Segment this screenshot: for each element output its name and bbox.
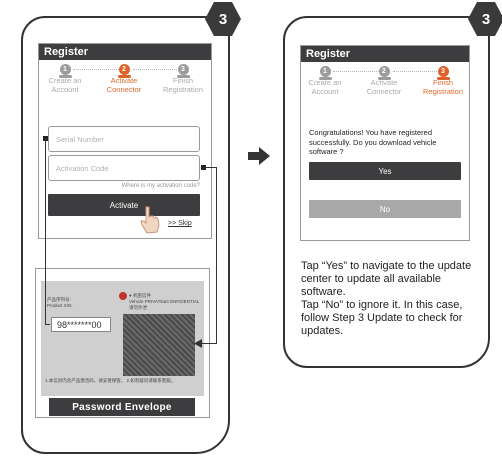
step-circle-icon: 2	[377, 66, 391, 80]
instructions-text: Tap “Yes” to navigate to the update cent…	[301, 260, 481, 338]
step-circle-icon: 1	[58, 64, 72, 78]
connector-dot	[201, 165, 206, 170]
step-activate-connector: 2 Activate Connector	[366, 66, 402, 96]
step-circle-icon: 2	[117, 64, 131, 78]
activate-button[interactable]: Activate	[48, 194, 200, 216]
hand-pointer-icon	[140, 206, 160, 234]
yes-button[interactable]: Yes	[309, 162, 461, 180]
step-circle-icon: 1	[318, 66, 332, 80]
connector-line	[205, 167, 217, 168]
password-envelope-card: 产品序列号: Product S/N: ● 机密信件 Vehicle PRIVA…	[41, 281, 204, 396]
stepper-line	[333, 71, 381, 72]
serial-number-input[interactable]: Serial Number	[48, 126, 200, 152]
instruction-yes: Tap “Yes” to navigate to the update cent…	[301, 260, 472, 298]
connector-line	[45, 138, 46, 325]
connector-line	[45, 324, 50, 325]
connector-line	[199, 343, 217, 344]
activation-code-help-link[interactable]: Where is my activation code?	[121, 183, 200, 189]
brand-logo-icon	[119, 292, 127, 300]
scratch-off-panel	[123, 314, 195, 376]
arrow-left-icon	[194, 339, 202, 348]
activation-code-value: 98*******00	[51, 317, 111, 332]
step-circle-icon: 3	[176, 64, 190, 78]
arrow-right-icon	[248, 147, 270, 165]
stepper-line	[393, 71, 441, 72]
skip-link[interactable]: >> Skip	[168, 220, 192, 227]
step-activate-connector: 2 Activate Connector	[106, 64, 142, 94]
step-circle-icon: 3	[436, 66, 450, 80]
stepper-line	[133, 69, 181, 70]
envelope-title: Password Envelope	[49, 398, 195, 416]
registration-stepper: 1 Create an Account 2 Activate Connector…	[39, 60, 211, 108]
panel-title: Register	[301, 46, 469, 62]
panel-title: Register	[39, 44, 211, 60]
registration-stepper: 1 Create an Account 2 Activate Connector…	[301, 62, 469, 110]
success-message: Congratulations! You have registered suc…	[309, 128, 437, 156]
stepper-line	[73, 69, 121, 70]
connector-line	[216, 167, 217, 344]
step-create-account: 1 Create an Account	[48, 64, 82, 94]
activation-code-input[interactable]: Activation Code	[48, 155, 200, 181]
step-finish-registration: 3 Finish Registration	[422, 66, 464, 96]
step-finish-registration: 3 Finish Registration	[162, 64, 204, 94]
step-create-account: 1 Create an Account	[308, 66, 342, 96]
instruction-no: Tap “No” to ignore it. In this case, fol…	[301, 299, 463, 337]
no-button[interactable]: No	[309, 200, 461, 218]
